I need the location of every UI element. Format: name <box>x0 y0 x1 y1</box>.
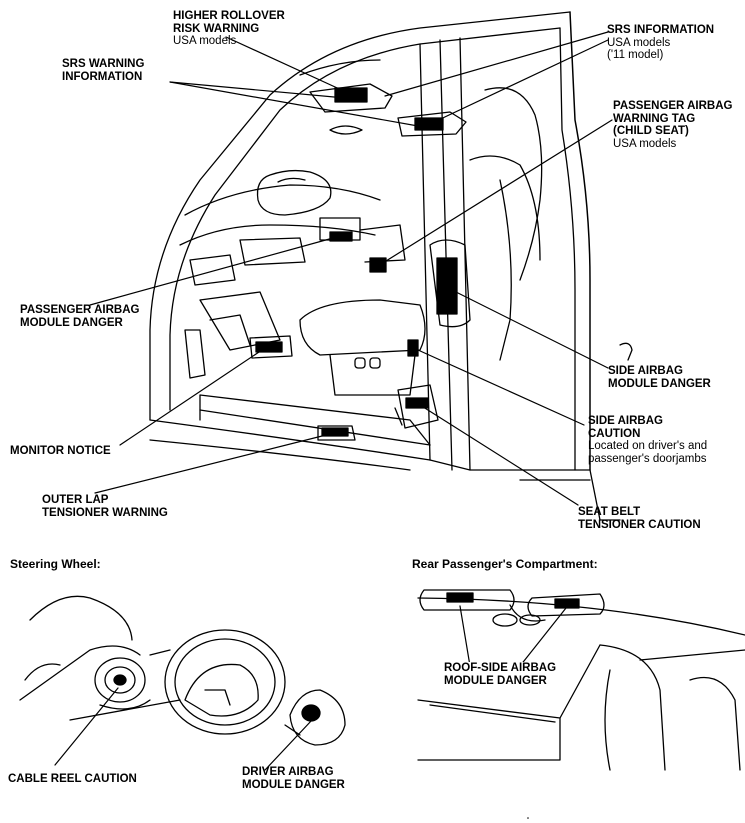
srs-visor-label-left <box>334 87 368 103</box>
side-airbag-module-label <box>436 257 458 315</box>
monitor-notice-label <box>255 341 283 353</box>
label-seat-belt: SEAT BELT TENSIONER CAUTION <box>578 506 701 531</box>
label-driver-airbag: DRIVER AIRBAG MODULE DANGER <box>242 766 345 791</box>
label-side-airbag-caution: SIDE AIRBAG CAUTION Located on driver's … <box>588 415 708 465</box>
section-title-rear: Rear Passenger's Compartment: <box>412 557 598 571</box>
label-cable-reel: CABLE REEL CAUTION <box>8 773 137 785</box>
label-passenger-airbag-tag: PASSENGER AIRBAG WARNING TAG (CHILD SEAT… <box>613 100 733 150</box>
label-srs-warning-information: SRS WARNING INFORMATION <box>62 58 145 83</box>
steering-wheel-inset <box>19 595 346 771</box>
passenger-airbag-label <box>329 231 353 242</box>
label-srs-information: SRS INFORMATION USA models ('11 model) <box>607 24 715 61</box>
label-outer-lap: OUTER LAP TENSIONER WARNING <box>42 494 168 519</box>
dashboard <box>179 169 406 379</box>
label-higher-rollover: HIGHER ROLLOVER RISK WARNING USA models <box>173 10 285 47</box>
label-roof-side-airbag: ROOF-SIDE AIRBAG MODULE DANGER <box>444 662 557 687</box>
label-side-airbag-danger: SIDE AIRBAG MODULE DANGER <box>608 365 711 390</box>
section-title-steering: Steering Wheel: <box>10 557 101 571</box>
rear-compartment-inset <box>417 589 745 771</box>
seat-belt-tensioner-label <box>405 397 429 409</box>
child-seat-tag <box>369 257 387 273</box>
leader-lines <box>89 31 613 506</box>
label-monitor-notice: MONITOR NOTICE <box>10 445 111 457</box>
door-pillar-details <box>249 239 633 441</box>
side-airbag-doorjamb-label <box>407 339 419 357</box>
label-passenger-airbag-danger: PASSENGER AIRBAG MODULE DANGER <box>20 304 140 329</box>
front-seat <box>299 87 543 396</box>
outer-lap-label <box>321 427 349 437</box>
